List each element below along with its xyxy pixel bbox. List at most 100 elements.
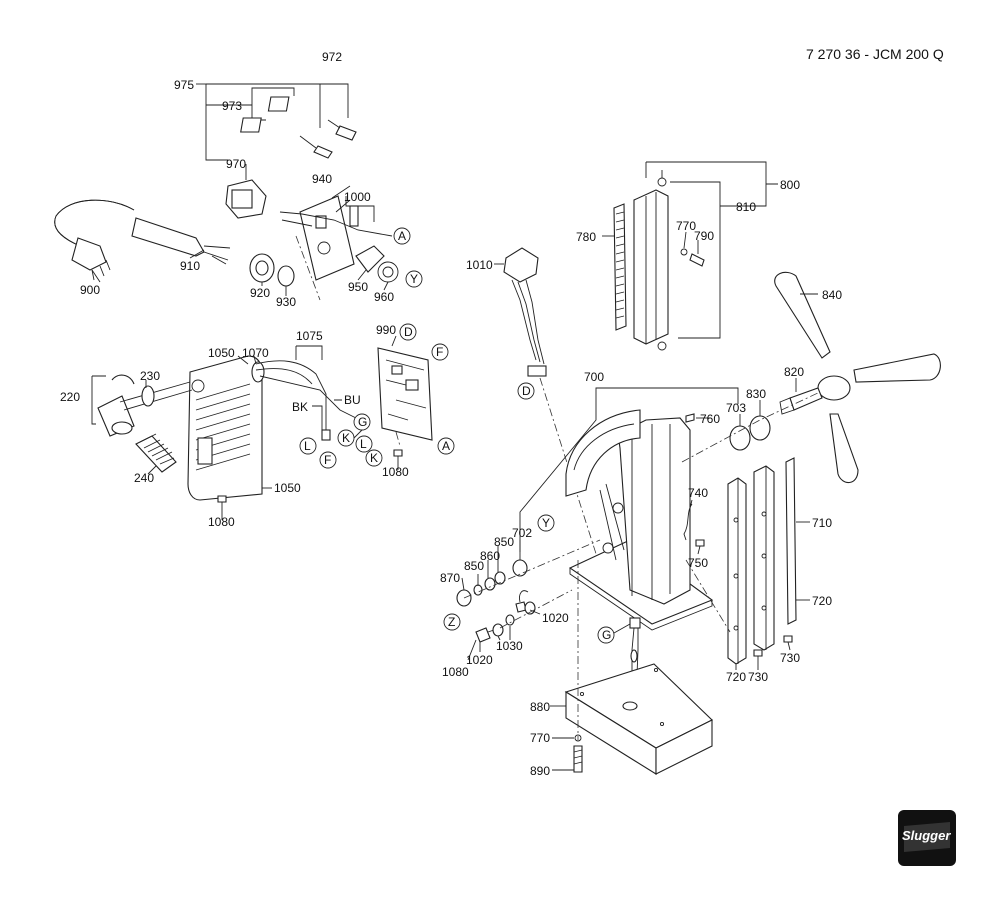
label-975: 975 xyxy=(174,78,194,92)
ref-d-switch: D xyxy=(522,384,531,398)
label-970: 970 xyxy=(226,157,246,171)
switch-1010-group xyxy=(503,247,599,561)
label-870: 870 xyxy=(440,571,460,585)
label-703: 703 xyxy=(726,401,746,415)
label-720-bottom: 720 xyxy=(726,670,746,684)
housing-1050 xyxy=(187,355,263,501)
label-830: 830 xyxy=(746,387,766,401)
label-240: 240 xyxy=(134,471,154,485)
ref-k-pcb: K xyxy=(342,431,350,445)
ref-a-pcb: A xyxy=(442,439,450,453)
reference-markers: A Y D F D G K L L F K A Y Z G xyxy=(299,227,631,644)
ref-k-screw: K xyxy=(370,451,378,465)
grommet-1070 xyxy=(251,361,265,383)
label-1070: 1070 xyxy=(242,346,269,360)
bushing-703 xyxy=(729,425,751,451)
label-972: 972 xyxy=(322,50,342,64)
terminal-block-973 xyxy=(240,96,290,133)
label-760: 760 xyxy=(700,412,720,426)
label-230: 230 xyxy=(140,369,160,383)
plate-940 xyxy=(299,195,355,281)
label-720-right: 720 xyxy=(812,594,832,608)
label-900: 900 xyxy=(80,283,100,297)
label-770-bottom: 770 xyxy=(530,731,550,745)
clip-230 xyxy=(111,374,135,385)
handle-840 xyxy=(774,271,831,359)
label-920: 920 xyxy=(250,286,270,300)
label-1050-top: 1050 xyxy=(208,346,235,360)
bushing-702 xyxy=(512,559,528,577)
label-bu: BU xyxy=(344,393,361,407)
label-710: 710 xyxy=(812,516,832,530)
label-770-top: 770 xyxy=(676,219,696,233)
label-1000: 1000 xyxy=(344,190,371,204)
plug-900 xyxy=(71,237,107,271)
label-1050-bottom: 1050 xyxy=(274,481,301,495)
ref-f-pcb: F xyxy=(436,345,443,359)
label-1080-pcb: 1080 xyxy=(382,465,409,479)
screw-890 xyxy=(573,560,583,773)
label-860: 860 xyxy=(480,549,500,563)
label-1010: 1010 xyxy=(466,258,493,272)
side-rails xyxy=(685,457,797,665)
label-700: 700 xyxy=(584,370,604,384)
label-910: 910 xyxy=(180,259,200,273)
label-1020-left: 1020 xyxy=(466,653,493,667)
slugger-logo: Slugger xyxy=(898,810,956,866)
label-220: 220 xyxy=(60,390,80,404)
label-1030: 1030 xyxy=(496,639,523,653)
ref-g-base: G xyxy=(602,628,611,642)
ring-930 xyxy=(277,265,295,287)
part-labels: 972 975 973 970 940 1000 910 900 920 930… xyxy=(60,50,842,778)
label-950: 950 xyxy=(348,280,368,294)
drill-stand xyxy=(565,409,714,631)
rack-780 xyxy=(613,203,627,331)
tube-240 xyxy=(135,433,177,473)
ref-g-pcb: G xyxy=(358,415,367,429)
label-990: 990 xyxy=(376,323,396,337)
label-960: 960 xyxy=(374,290,394,304)
handle-assembly xyxy=(681,271,941,484)
ref-y-stand: Y xyxy=(542,516,550,530)
label-bk: BK xyxy=(292,400,308,414)
ref-y-top: Y xyxy=(410,272,418,286)
ref-l-wire: L xyxy=(304,439,311,453)
label-880: 880 xyxy=(530,700,550,714)
pcb-990 xyxy=(377,347,433,441)
guide-rail-810 xyxy=(633,170,669,351)
label-820: 820 xyxy=(784,365,804,379)
magnetic-base-880 xyxy=(564,663,713,775)
label-702: 702 xyxy=(512,526,532,540)
label-800: 800 xyxy=(780,178,800,192)
ref-l-pcb: L xyxy=(360,437,367,451)
ref-f-wire: F xyxy=(324,453,331,467)
ref-z: Z xyxy=(448,615,455,629)
strip-710 xyxy=(785,457,797,625)
label-740: 740 xyxy=(688,486,708,500)
cap-830 xyxy=(749,415,771,441)
label-973: 973 xyxy=(222,99,242,113)
label-890: 890 xyxy=(530,764,550,778)
label-750: 750 xyxy=(688,556,708,570)
label-940: 940 xyxy=(312,172,332,186)
label-780: 780 xyxy=(576,230,596,244)
cord-910 xyxy=(131,217,205,257)
label-850-upper: 850 xyxy=(494,535,514,549)
label-1080-bottom: 1080 xyxy=(442,665,469,679)
label-840: 840 xyxy=(822,288,842,302)
label-1020-right: 1020 xyxy=(542,611,569,625)
electronics-group xyxy=(91,345,433,512)
cable-switch-group xyxy=(54,83,399,301)
label-790: 790 xyxy=(694,229,714,243)
screw-790 xyxy=(680,248,705,267)
label-1080-left: 1080 xyxy=(208,515,235,529)
label-810: 810 xyxy=(736,200,756,214)
ref-a-top: A xyxy=(398,229,406,243)
switch-1010 xyxy=(503,247,539,283)
leader-lines xyxy=(91,83,818,771)
label-730-right: 730 xyxy=(780,651,800,665)
logo-text: Slugger xyxy=(902,828,951,843)
label-1075: 1075 xyxy=(296,329,323,343)
ref-d-pcb: D xyxy=(404,325,413,339)
